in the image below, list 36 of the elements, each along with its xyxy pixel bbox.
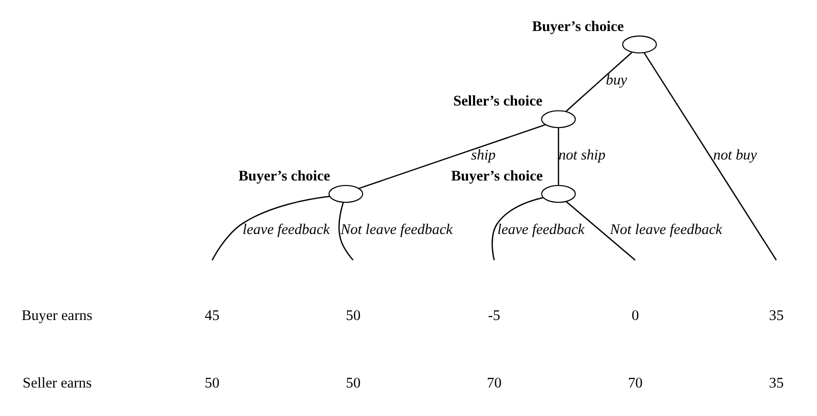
label: 50	[345, 376, 360, 392]
edge-label: buy	[605, 72, 627, 89]
connector	[565, 201, 636, 261]
label: 35	[768, 376, 784, 392]
connector	[211, 196, 330, 260]
connector	[557, 128, 559, 186]
label: 50	[345, 308, 360, 324]
connector	[338, 202, 354, 261]
label: 35	[768, 308, 784, 324]
node-ellipse	[328, 184, 363, 203]
node-label: Buyer’s choice	[532, 18, 624, 35]
label: -5	[487, 308, 500, 324]
label: 70	[486, 376, 502, 392]
edge-label: Not leave feedback	[610, 222, 722, 238]
label: Seller earns	[22, 376, 92, 392]
label: 70	[627, 376, 642, 392]
edge-label: not buy	[712, 147, 756, 164]
node-ellipse	[622, 36, 656, 54]
node-label: Seller’s choice	[452, 94, 542, 110]
connector	[565, 52, 632, 112]
label: 45	[204, 308, 220, 324]
edge-label: ship	[470, 147, 496, 164]
label: 50	[204, 376, 220, 392]
edge-label: Not leave feedback	[340, 222, 452, 238]
edge-label: not ship	[558, 147, 606, 164]
edge-label: leave feedback	[242, 222, 330, 238]
edge-label: leave feedback	[496, 222, 584, 238]
node-label: Buyer’s choice	[450, 168, 542, 184]
label: 0	[631, 308, 638, 324]
connector	[358, 124, 546, 190]
node-label: Buyer’s choice	[238, 168, 330, 184]
node-ellipse	[540, 184, 576, 203]
label: Buyer earns	[21, 308, 92, 324]
connector	[491, 197, 543, 260]
connector	[643, 52, 776, 260]
node-ellipse	[540, 110, 576, 128]
